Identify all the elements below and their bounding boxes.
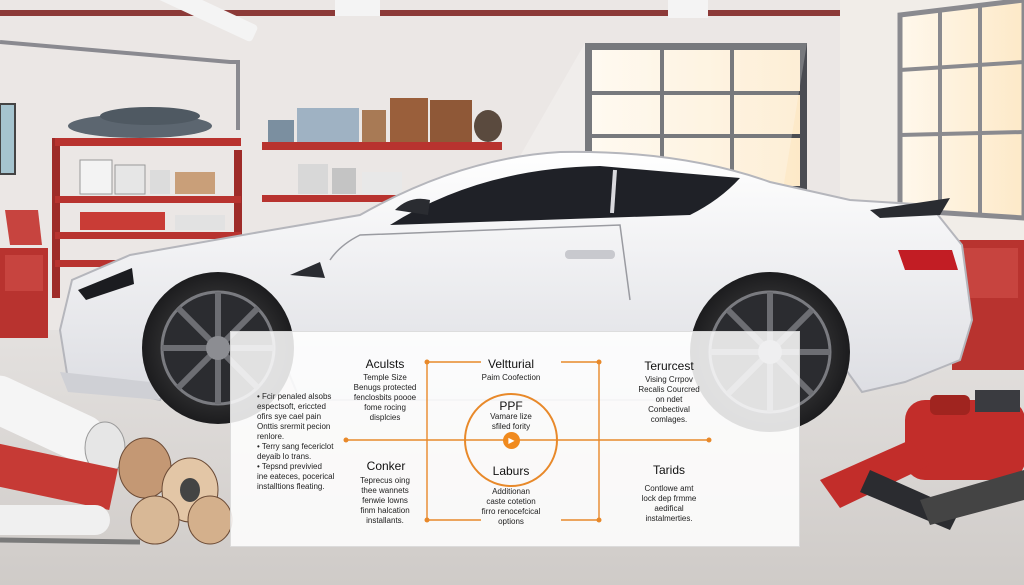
top-right-title: Terurcest [644, 359, 694, 373]
bottom-right-subtitle: Contlowe amt lock dep frmme aedifical in… [641, 484, 697, 523]
center-subtitle: Vamare lize sfiled fority [490, 412, 532, 431]
center-title: PPF [499, 399, 523, 413]
film-rolls [0, 375, 233, 545]
left-shelf [52, 107, 242, 298]
bottom-left-title: Conker [366, 459, 406, 473]
bottom-right-title: Tarids [652, 463, 685, 477]
left-notes: • Fcir penaled alsobs espectsoft, ericct… [257, 392, 335, 491]
taillight [898, 250, 958, 270]
bottom-center-subtitle: Additionan caste cotetion firro renocefc… [481, 487, 541, 526]
top-center-title: Veltturial [487, 357, 535, 371]
middle-shelf [262, 98, 502, 202]
play-icon[interactable]: ▶ [503, 432, 520, 449]
side-window [897, 0, 1024, 221]
heat-gun [905, 400, 1024, 480]
top-left-title: Aculsts [365, 357, 405, 371]
info-diagram-panel: Aculsts Temple Size Benugs protected fen… [230, 331, 800, 547]
headlight [78, 268, 134, 300]
center-circle [464, 393, 558, 487]
top-left-subtitle: Temple Size Benugs protected fenclosbits… [353, 373, 417, 422]
bottom-left-subtitle: Teprecus oing thee wannets fenwie lowns … [360, 476, 410, 525]
bottom-center-title: Laburs [492, 464, 530, 478]
top-right-subtitle: Vising Crrpov Recalis Courcred on ndet C… [638, 375, 700, 424]
tools [820, 390, 1024, 530]
connector-lines [343, 359, 712, 523]
car-windows [390, 166, 740, 225]
top-center-subtitle: Paim Coofection [481, 373, 541, 382]
